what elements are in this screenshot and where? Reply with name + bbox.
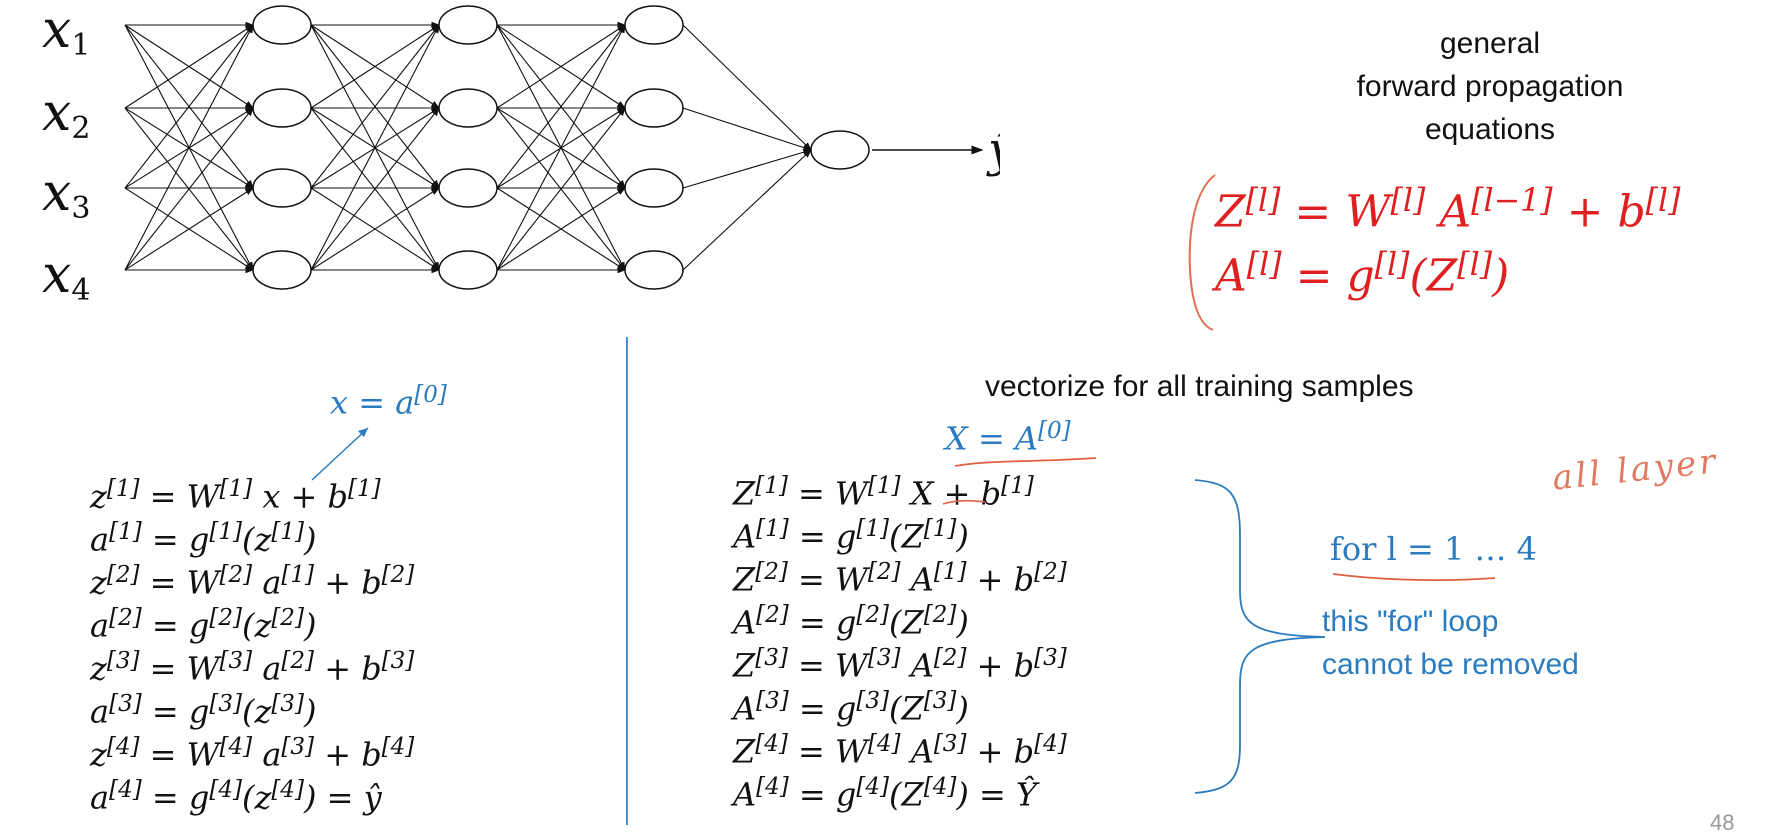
hidden-node-l2-4: [438, 250, 498, 290]
input-label-2: x2: [42, 83, 90, 146]
network-edges: [124, 21, 813, 274]
input-labels: x1 x2 x3 x4: [42, 0, 90, 308]
general-equations: Z[l] = W[l] A[l−1] + b[l] A[l] = g[l](Z[…: [1215, 175, 1681, 302]
edge-layer2-2-0: [496, 24, 626, 189]
hidden-node-l3-3: [624, 168, 684, 208]
edge-to-output-3: [682, 149, 812, 271]
input-label-1: x1: [42, 0, 90, 63]
edge-layer0-3-1: [124, 107, 254, 271]
left-equation-6: a[3] = g[3](z[3]): [90, 691, 317, 731]
general-eq-z: Z[l] = W[l] A[l−1] + b[l]: [1215, 183, 1681, 238]
loop-note-line-1: this "for" loop: [1322, 605, 1499, 638]
general-bracket: [1188, 174, 1216, 331]
hidden-node-l3-4: [624, 250, 684, 290]
right-equation-1: Z[1] = W[1] X + b[1]: [733, 473, 1034, 513]
right-equation-6: A[3] = g[3](Z[3]): [733, 688, 969, 728]
edge-layer0-1-0: [124, 24, 254, 109]
loop-note-line-2: cannot be removed: [1322, 648, 1579, 681]
for-loop-label: for l = 1 … 4: [1330, 530, 1538, 568]
right-equation-8: A[4] = g[4](Z[4]) = Ŷ: [733, 774, 1038, 814]
edge-layer0-2-0: [124, 24, 254, 189]
edge-layer1-3-1: [310, 107, 440, 271]
hidden-node-l2-2: [438, 88, 498, 128]
left-equation-3: z[2] = W[2] a[1] + b[2]: [90, 562, 415, 602]
edge-layer2-1-0: [496, 24, 626, 109]
edge-to-output-2: [682, 149, 813, 189]
right-annotation-underline: [954, 457, 1097, 467]
hidden-node-l1-2: [252, 88, 312, 128]
output-node: [810, 130, 870, 170]
edge-to-output-0: [682, 24, 812, 151]
output-label: ŷ: [986, 122, 1000, 178]
input-label-4: x4: [42, 245, 90, 308]
edge-layer0-3-2: [124, 187, 254, 271]
loop-note: this "for" loop cannot be removed: [1322, 600, 1579, 686]
page-number: 48: [1710, 810, 1735, 835]
left-equation-5: z[3] = W[3] a[2] + b[3]: [90, 648, 415, 688]
general-heading: general forward propagation equations: [1290, 22, 1690, 151]
for-loop-underline: [1332, 573, 1496, 581]
hidden-node-l1-3: [252, 168, 312, 208]
right-equation-5: Z[3] = W[3] A[2] + b[3]: [733, 645, 1067, 685]
right-equations: Z[1] = W[1] X + b[1]A[1] = g[1](Z[1])Z[2…: [733, 465, 1067, 814]
general-heading-line-1: general: [1439, 27, 1541, 60]
edge-layer1-3-0: [310, 24, 440, 271]
left-equation-1: z[1] = W[1] x + b[1]: [90, 476, 381, 516]
general-eq-a: A[l] = g[l](Z[l]): [1215, 246, 1510, 302]
general-heading-line-3: equations: [1424, 113, 1556, 146]
left-annotation-arrow: [311, 427, 369, 481]
edge-layer2-3-1: [496, 107, 626, 271]
right-equation-2: A[1] = g[1](Z[1]): [733, 516, 969, 556]
right-annotation: X = A[0]: [945, 418, 1071, 458]
hidden-node-l1-4: [252, 250, 312, 290]
column-divider: [626, 337, 628, 825]
loop-brace: [1194, 479, 1326, 794]
hidden-node-l3-2: [624, 88, 684, 128]
edge-layer1-3-2: [310, 187, 440, 271]
input-label-3: x3: [42, 163, 90, 226]
hidden-node-l2-1: [438, 5, 498, 45]
vectorize-heading: vectorize for all training samples: [985, 370, 1414, 403]
edge-layer2-3-0: [496, 24, 626, 271]
edge-layer2-3-2: [496, 187, 626, 271]
hidden-node-l3-1: [624, 5, 684, 45]
hidden-node-l1-1: [252, 5, 312, 45]
network-diagram: x1 x2 x3 x4 ŷ: [42, 0, 1000, 308]
left-annotation: x = a[0]: [330, 382, 447, 422]
general-heading-line-2: forward propagation: [1356, 70, 1624, 103]
left-equation-4: a[2] = g[2](z[2]): [90, 605, 317, 645]
x-underline: [942, 499, 986, 505]
hidden-node-l2-3: [438, 168, 498, 208]
left-equation-8: a[4] = g[4](z[4]) = ŷ: [90, 777, 382, 817]
network-nodes: [252, 5, 870, 290]
edge-layer1-1-0: [310, 24, 440, 109]
right-equation-3: Z[2] = W[2] A[1] + b[2]: [733, 559, 1067, 599]
left-equation-2: a[1] = g[1](z[1]): [90, 519, 317, 559]
edge-layer0-3-0: [124, 24, 254, 271]
handwritten-note: all layer: [1550, 441, 1721, 499]
left-equations: z[1] = W[1] x + b[1]a[1] = g[1](z[1])z[2…: [90, 468, 415, 817]
right-equation-7: Z[4] = W[4] A[3] + b[4]: [733, 731, 1067, 771]
edge-to-output-1: [682, 107, 813, 151]
right-equation-4: A[2] = g[2](Z[2]): [733, 602, 969, 642]
edge-layer1-2-0: [310, 24, 440, 189]
left-equation-7: z[4] = W[4] a[3] + b[4]: [90, 734, 415, 774]
